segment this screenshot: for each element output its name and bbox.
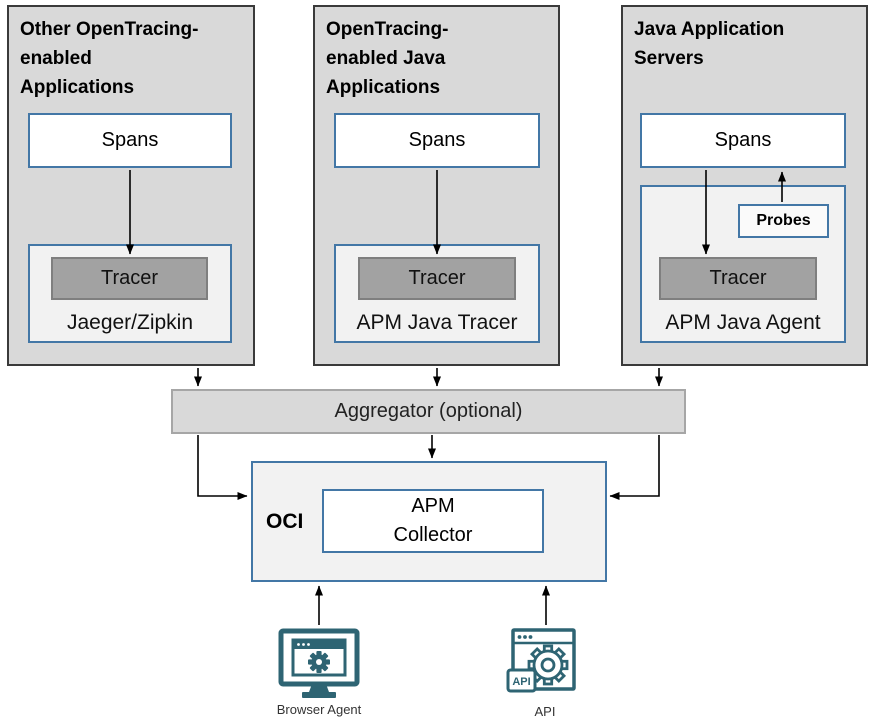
arrow-aggregator-left-to-oci [197,435,248,500]
probes-label: Probes [756,212,811,229]
tracer-box-2: Tracer [358,257,516,300]
aggregator-bar: Aggregator (optional) [171,389,686,434]
spans-label: Spans [408,129,466,151]
tracer-box-1: Tracer [51,257,208,300]
source-label-text: Browser Agent [276,702,362,717]
tracer-label: Tracer [100,267,159,289]
api-badge-text: API [512,676,530,688]
tracer-label: Tracer [709,267,767,289]
tracer-box-3: Tracer [659,257,817,300]
arrow-aggregator-right-to-oci [609,435,660,500]
oci-label: OCI [266,509,304,533]
column-title: Other OpenTracing- enabled Applications [9,7,253,102]
aggregator-label: Aggregator (optional) [334,400,523,422]
api-icon: API [506,628,576,693]
title-line: Java Application [634,19,785,40]
probes-box: Probes [738,204,829,238]
column-title: OpenTracing- enabled Java Applications [315,7,558,102]
column-title: Java Application Servers [623,7,866,73]
spans-label: Spans [101,129,159,151]
platform-label: APM Java Tracer [356,311,518,334]
apm-collector-box: APM Collector [322,489,544,553]
collector-label-line: APM [411,495,455,517]
title-line: OpenTracing- [326,19,449,40]
title-line: Applications [20,77,135,98]
platform-label: Jaeger/Zipkin [66,311,194,334]
title-line: enabled Java [326,48,446,69]
platform-label: APM Java Agent [665,311,821,334]
api-label: API [505,704,585,719]
title-line: Other OpenTracing- [20,19,199,40]
collector-label-line: Collector [393,524,473,546]
spans-box-2: Spans [334,113,540,168]
spans-label: Spans [714,129,772,151]
title-line: Servers [634,48,704,69]
spans-box-1: Spans [28,113,232,168]
browser-agent-label: Browser Agent [255,702,383,717]
source-label-text: API [534,704,556,719]
spans-box-3: Spans [640,113,846,168]
browser-agent-icon [278,628,360,698]
tracer-label: Tracer [408,267,466,289]
title-line: Applications [326,77,441,98]
title-line: enabled [20,48,92,69]
